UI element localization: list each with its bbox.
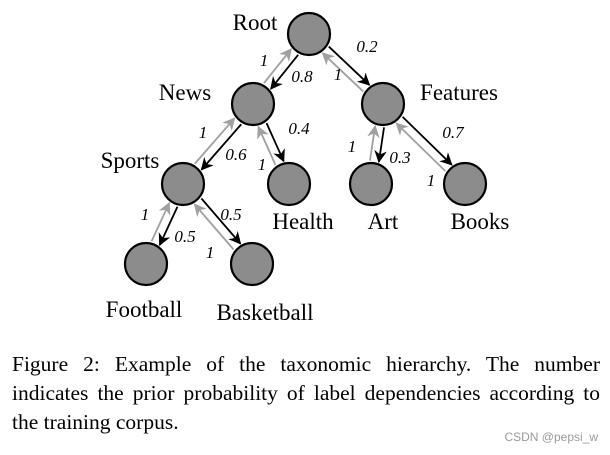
up-weight-sports-football: 1 [141, 205, 150, 224]
edge-up-news-root [263, 48, 292, 84]
up-weight-news-sports: 1 [199, 123, 208, 142]
node-label-sports: Sports [101, 148, 160, 173]
figure-caption: Figure 2: Example of the taxonomic hiera… [12, 352, 600, 434]
edge-down-sports-football [158, 206, 179, 247]
node-art [348, 161, 394, 207]
edges-layer [150, 45, 453, 251]
node-root [286, 11, 332, 57]
node-football [123, 241, 169, 287]
up-weight-news-health: 1 [258, 155, 267, 174]
labels-layer: 0.8 1 0.2 1 0.6 1 0.4 1 0.3 1 0.7 1 0.5 1 0.5 1 RootNews… [101, 10, 510, 325]
edge-down-news-health [265, 122, 285, 163]
edge-up-sports-news [194, 117, 236, 165]
down-weight-news-health: 0.4 [288, 119, 310, 138]
edge-up-basketball-sports [193, 203, 235, 251]
edge-down-root-news [270, 54, 299, 90]
edge-up-football-sports [150, 201, 171, 242]
node-health [266, 161, 312, 207]
node-books [442, 161, 488, 207]
edge-down-sports-basketball [200, 197, 242, 245]
down-weight-features-art: 0.3 [389, 148, 410, 167]
down-weight-sports-basketball: 0.5 [220, 205, 241, 224]
node-label-art: Art [368, 209, 399, 234]
up-weight-root-news: 1 [260, 51, 269, 70]
node-label-basketball: Basketball [216, 300, 313, 325]
down-weight-news-sports: 0.6 [225, 145, 247, 164]
node-news [230, 81, 276, 127]
edge-up-art-features [367, 124, 380, 161]
edge-down-news-sports [200, 123, 242, 171]
down-weight-root-news: 0.8 [291, 67, 313, 86]
up-weight-root-features: 1 [334, 65, 343, 84]
taxonomy-diagram: 0.8 1 0.2 1 0.6 1 0.4 1 0.3 1 0.7 1 0.5 1 0.5 1 RootNews… [101, 10, 510, 325]
node-label-football: Football [106, 297, 183, 322]
node-label-health: Health [272, 209, 334, 234]
up-weight-features-art: 1 [348, 137, 357, 156]
edge-up-health-news [257, 125, 277, 166]
node-basketball [229, 241, 275, 287]
edge-down-root-features [328, 45, 371, 86]
up-weight-sports-basketball: 1 [206, 243, 215, 262]
watermark: CSDN @pepsi_w [504, 430, 598, 444]
node-label-news: News [159, 80, 211, 105]
down-weight-root-features: 0.2 [356, 37, 378, 56]
node-label-features: Features [420, 80, 498, 105]
down-weight-features-books: 0.7 [442, 123, 465, 142]
edge-up-books-features [395, 122, 447, 172]
edge-up-features-root [321, 52, 364, 93]
up-weight-features-books: 1 [427, 171, 436, 190]
node-features [360, 81, 406, 127]
node-sports [160, 161, 206, 207]
edge-down-features-art [374, 127, 387, 164]
nodes-layer [123, 11, 488, 287]
down-weight-sports-football: 0.5 [174, 227, 195, 246]
node-label-books: Books [451, 209, 510, 234]
node-label-root: Root [233, 10, 278, 35]
edge-down-features-books [401, 116, 453, 166]
